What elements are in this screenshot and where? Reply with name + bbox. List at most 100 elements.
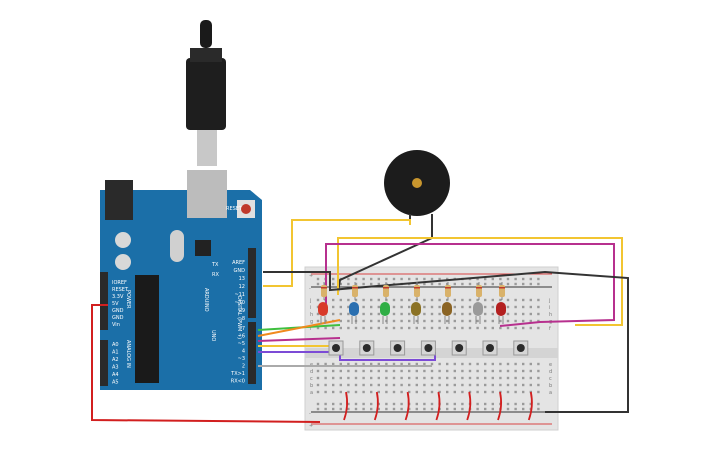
breadboard-hole xyxy=(415,390,418,394)
breadboard-hole xyxy=(506,407,510,411)
analog-pin-label: A2 xyxy=(112,357,119,363)
breadboard-hole xyxy=(316,282,320,286)
led-icon xyxy=(411,302,421,316)
breadboard-hole xyxy=(484,402,487,406)
breadboard-hole xyxy=(392,369,396,373)
breadboard-hole xyxy=(529,298,532,302)
push-button-cap[interactable] xyxy=(486,344,494,352)
breadboard-hole xyxy=(499,369,502,373)
breadboard-hole xyxy=(370,369,373,373)
breadboard-hole xyxy=(347,362,350,366)
breadboard-hole xyxy=(377,383,380,387)
breadboard-hole xyxy=(446,326,449,330)
piezo-buzzer[interactable] xyxy=(384,150,450,238)
pin-label: ~10 xyxy=(234,300,245,306)
breadboard-hole xyxy=(461,369,464,373)
breadboard-hole xyxy=(438,383,441,387)
led-icon xyxy=(318,302,328,316)
breadboard-hole xyxy=(537,376,540,380)
breadboard-hole xyxy=(446,282,449,286)
breadboard-hole xyxy=(453,369,456,373)
push-button-cap[interactable] xyxy=(424,344,433,352)
breadboard-hole xyxy=(354,277,358,281)
breadboard-hole xyxy=(392,376,396,380)
power-pin-label: GND xyxy=(112,315,124,321)
breadboard-hole xyxy=(423,305,426,309)
breadboard-hole xyxy=(316,277,320,281)
breadboard-hole xyxy=(385,326,388,330)
breadboard-hole xyxy=(476,407,479,411)
breadboard-hole xyxy=(423,383,426,387)
breadboard-hole xyxy=(339,383,342,387)
push-button-cap[interactable] xyxy=(455,344,464,352)
push-button-cap[interactable] xyxy=(362,344,371,352)
breadboard-hole xyxy=(400,298,403,302)
breadboard-hole xyxy=(430,298,434,302)
breadboard-hole xyxy=(385,369,388,373)
breadboard-hole xyxy=(339,369,342,373)
breadboard-hole xyxy=(430,277,434,281)
row-letter: d xyxy=(549,369,552,375)
breadboard-hole xyxy=(415,407,418,411)
breadboard-hole xyxy=(484,326,487,330)
arduino-uno-board[interactable]: ARDUINO UNO DIGITAL (PWM ~) POWER ANALOG… xyxy=(100,170,262,390)
power-header xyxy=(100,272,108,330)
resistor-icon xyxy=(383,285,389,297)
breadboard-hole xyxy=(392,390,396,394)
resistor-band xyxy=(383,287,389,289)
breadboard-hole xyxy=(468,298,472,302)
row-letter: c xyxy=(310,376,313,382)
breadboard-hole xyxy=(347,376,350,380)
breadboard-hole xyxy=(522,305,525,309)
breadboard-hole xyxy=(324,402,327,406)
breadboard-hole xyxy=(339,319,342,323)
breadboard-hole xyxy=(484,305,487,309)
breadboard-hole xyxy=(354,407,358,411)
pin-label: 7 xyxy=(242,326,245,332)
breadboard-hole xyxy=(453,383,456,387)
pin-label: 4 xyxy=(242,349,245,355)
rail-jumpers xyxy=(343,391,533,421)
breadboard-hole xyxy=(491,298,494,302)
breadboard-hole xyxy=(324,362,327,366)
breadboard-hole xyxy=(400,326,403,330)
breadboard-hole xyxy=(377,277,380,281)
breadboard-hole xyxy=(476,376,479,380)
breadboard-hole xyxy=(362,326,365,330)
breadboard-hole xyxy=(476,362,479,366)
breadboard-hole xyxy=(438,369,441,373)
push-button-cap[interactable] xyxy=(516,344,525,352)
breadboard-hole xyxy=(468,383,472,387)
breadboard-hole xyxy=(514,383,517,387)
breadboard-hole xyxy=(370,312,373,316)
rail-jumper-wire xyxy=(435,391,441,421)
breadboard-hole xyxy=(529,277,532,281)
breadboard-hole xyxy=(514,402,517,406)
breadboard-hole xyxy=(392,402,396,406)
wires xyxy=(91,219,629,423)
breadboard-hole xyxy=(446,277,449,281)
resistor-band xyxy=(499,287,505,289)
breadboard-hole xyxy=(476,383,479,387)
breadboard-hole xyxy=(430,362,434,366)
breadboard-hole xyxy=(522,369,525,373)
pin-label: ~9 xyxy=(238,308,245,314)
breadboard-hole xyxy=(499,319,502,323)
push-button-cap[interactable] xyxy=(393,344,402,352)
rail-jumper-wire xyxy=(497,391,503,421)
digital-header-bottom xyxy=(248,322,256,384)
breadboard-hole xyxy=(316,298,320,302)
breadboard-hole xyxy=(446,407,449,411)
breadboard-hole xyxy=(362,277,365,281)
breadboard-hole xyxy=(461,305,464,309)
breadboard-hole xyxy=(430,383,434,387)
breadboard-hole xyxy=(370,282,373,286)
breadboard-hole xyxy=(392,383,396,387)
breadboard-hole xyxy=(400,305,403,309)
breadboard-hole xyxy=(506,298,510,302)
push-buttons[interactable] xyxy=(328,340,529,356)
tx-label: TX xyxy=(211,262,219,268)
breadboard-hole xyxy=(423,319,426,323)
breadboard-hole xyxy=(484,407,487,411)
push-button-cap[interactable] xyxy=(332,344,340,352)
